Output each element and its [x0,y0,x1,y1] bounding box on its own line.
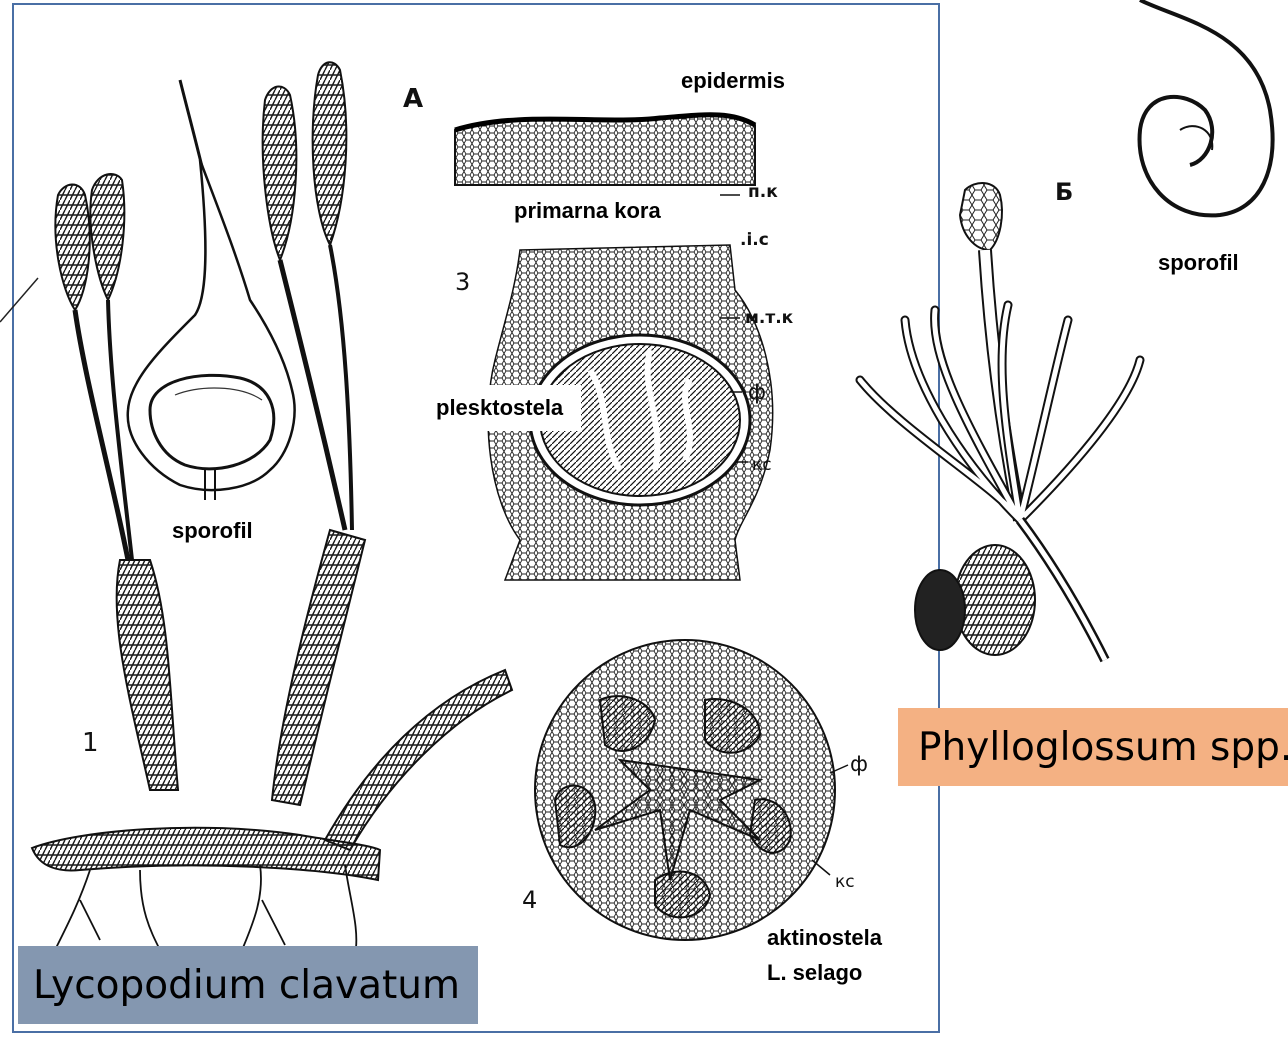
aktinostele-cross-section-drawing [535,640,848,940]
marker-ks-lower: кс [835,872,855,892]
label-selago: L. selago [765,960,864,988]
figure-marker-a: А [403,84,423,114]
marker-pk: п.к [748,182,778,202]
figure-number-4: 4 [522,886,537,914]
marker-mtk: м.т.к [745,308,793,328]
lycopodium-plant-drawing [32,62,512,955]
label-sporofil-right: sporofil [1148,248,1249,278]
figure-number-3: 3 [455,268,470,296]
label-aktinostela: aktinostela [765,923,884,951]
label-plesktostela: plesktostela [418,385,581,431]
caption-phylloglossum: Phylloglossum spp. [898,708,1288,786]
label-epidermis: epidermis [675,66,791,96]
marker-ks-upper: кс [752,455,772,475]
figure-number-1: 1 [82,728,99,758]
marker-f-upper: ф [748,380,766,404]
leader-line [0,278,38,322]
figure-marker-b: Б [1055,178,1073,206]
label-sporofil-left: sporofil [168,516,257,546]
caption-lycopodium-clavatum: Lycopodium clavatum [18,946,478,1024]
label-primarna-kora: primarna kora [492,188,683,234]
phylloglossum-plant-drawing [860,0,1273,660]
marker-lc: .і.с [740,230,769,250]
plektostele-cross-section-drawing [455,115,773,580]
marker-f-lower: ф [850,752,868,776]
